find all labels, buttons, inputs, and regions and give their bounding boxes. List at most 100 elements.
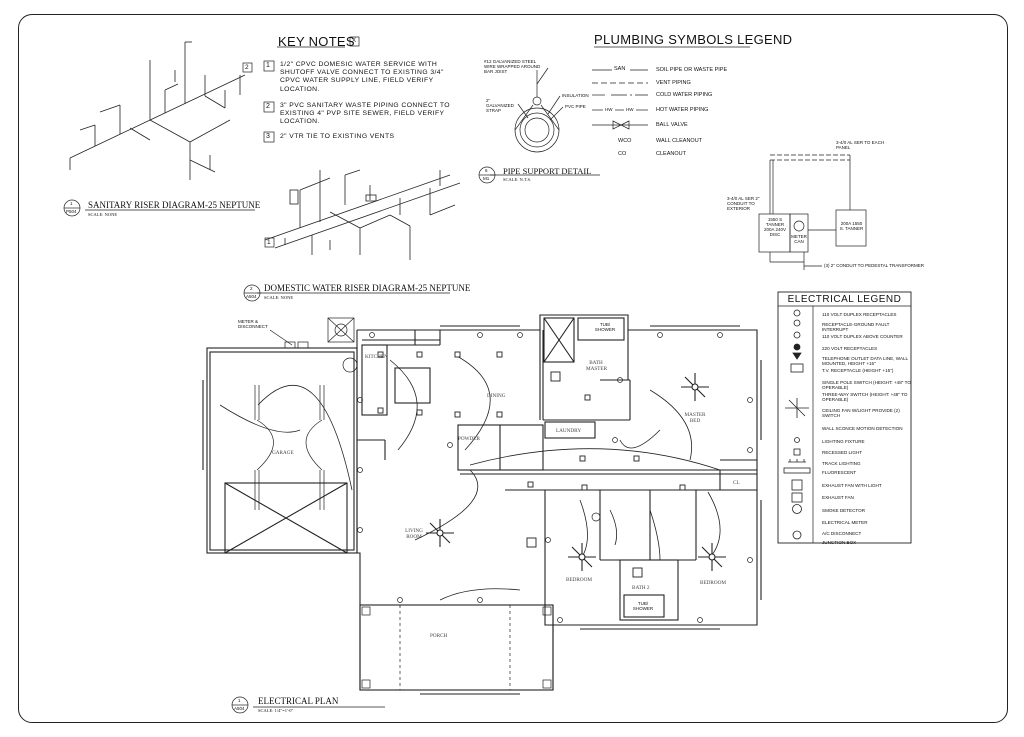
room-bedroom-left: BEDROOM — [566, 577, 592, 583]
plumbing-symbol-hw-2: HW — [626, 107, 634, 112]
plumbing-label-co: CLEANOUT — [656, 151, 686, 157]
domestic-note-ref: 1 — [267, 239, 271, 246]
room-bath-master: BATH MASTER — [586, 360, 608, 372]
key-note-2-text: 3" PVC SANITARY WASTE PIPING CONNECT TO … — [280, 102, 450, 126]
plumbing-label-vent: VENT PIPING — [656, 80, 691, 86]
electrical-legend-row: 110 VOLT DUPLEX RECEPTACLES — [778, 310, 910, 323]
plumbing-symbol-co: CO — [618, 151, 627, 157]
plumbing-label-soil: SOIL PIPE OR WASTE PIPE — [656, 67, 728, 73]
pipe-support-graphic — [514, 67, 564, 153]
key-notes-title: KEY NOTES — [278, 34, 355, 49]
lighting-fixture-icon — [791, 439, 803, 447]
electrical-legend-row: TELEPHONE OUTLET DATA LINE, WALL MOUNTED… — [778, 354, 910, 367]
electrical-legend-label: 110 VOLT DUPLEX ABOVE COUNTER — [822, 334, 903, 339]
gfi-receptacle-icon — [791, 322, 803, 330]
tv-receptacle-icon — [791, 368, 803, 376]
plumbing-legend-title: PLUMBING SYMBOLS LEGEND — [594, 32, 793, 47]
electrical-legend-row: EXHAUST FAN WITH LIGHT — [778, 481, 910, 494]
electrical-legend-label: WALL SCONCE MOTION DETECTION — [822, 426, 903, 431]
sanitary-riser-lines — [69, 41, 246, 180]
sanitary-riser-title: SANITARY RISER DIAGRAM-25 NEPTUNE — [88, 200, 261, 210]
room-garage: GARAGE — [272, 450, 294, 456]
room-bedroom-right: BEDROOM — [700, 580, 726, 586]
room-bath-2: BATH 2 — [632, 585, 650, 591]
domestic-riser-scale: SCALE: NONE — [264, 295, 294, 300]
telephone-outlet-icon — [791, 356, 803, 364]
pipe-support-wire-label: #12 GALVANIZED STEEL WIRE WRAPPED AROUND… — [484, 59, 541, 74]
electrical-legend-label: LIGHTING FIXTURE — [822, 439, 865, 444]
key-note-2-number: 2 — [266, 103, 270, 110]
service-disconnect-label: 1550 S TANNER 200A 240V DISC — [763, 217, 787, 237]
domestic-tag-top: 2 — [250, 286, 253, 291]
key-note-1-text: 1/2" CPVC DOMESIC WATER SERVICE WITH SHU… — [280, 61, 444, 93]
electrical-legend-row: 110 VOLT DUPLEX ABOVE COUNTER — [778, 332, 910, 345]
electrical-legend-label: TELEPHONE OUTLET DATA LINE, WALL MOUNTED… — [822, 356, 908, 367]
plumbing-legend-lines — [592, 69, 648, 130]
garage-track-lights — [254, 385, 325, 510]
electrical-legend-row: ELECTRICAL METER — [778, 518, 910, 531]
plumbing-symbol-san: SAN — [614, 66, 626, 72]
electrical-legend-row: RECEPTACLE-GROUND FAULT INTERRUPT — [778, 320, 910, 333]
service-ser-conduit-note: 3-4/0 AL SER 2" CONDUIT TO EXTERIOR — [727, 196, 760, 211]
single-pole-switch-icon — [791, 380, 803, 388]
tub-shower-bath-2: TUB/ SHOWER — [632, 601, 654, 611]
electrical-legend-row: EXHAUST FAN — [778, 493, 910, 506]
electrical-legend-label: EXHAUST FAN WITH LIGHT — [822, 483, 882, 488]
domestic-riser-title: DOMESTIC WATER RISER DIAGRAM-25 NEPTUNE — [264, 283, 471, 293]
service-entrance-graphic — [758, 154, 867, 270]
electrical-legend-label: RECESSED LIGHT — [822, 450, 863, 455]
electrical-plan-title: ELECTRICAL PLAN — [258, 696, 339, 706]
electrical-legend-row: SINGLE POLE SWITCH (HEIGHT: +48" TO OPER… — [778, 378, 911, 391]
exhaust-fan-light-icon — [791, 483, 803, 491]
sanitary-note-box — [242, 62, 253, 73]
junction-box-icon — [791, 540, 803, 548]
room-porch: PORCH — [430, 633, 448, 639]
room-dining: DINING — [487, 393, 506, 399]
wall-sconce-icon — [791, 426, 803, 434]
service-meter-label: METER CAN — [791, 234, 807, 244]
sanitary-riser-scale: SCALE: NONE — [88, 212, 118, 217]
domestic-note-box — [264, 237, 275, 248]
pipe-support-pipe-label: PVC PIPE — [565, 104, 586, 109]
floor-plan-walls — [202, 314, 762, 695]
electrical-legend-row: CEILING FAN W/LIGHT PROVIDE (2) SWITCH — [778, 406, 910, 419]
key-note-3-text: 2" VTR TIE TO EXISTING VENTS — [280, 133, 395, 140]
electrical-legend-row: JUNCTION BOX — [778, 538, 910, 551]
electrical-legend-label: ELECTRICAL METER — [822, 520, 868, 525]
pipe-support-strap-label: 2" GALVANIZED STRAP — [486, 98, 514, 113]
room-kitchen: KITCHEN — [365, 354, 388, 360]
pipe-support-insulation-label: INSULATION — [562, 93, 589, 98]
plumbing-symbol-wco: WCO — [618, 138, 632, 144]
counter-receptacle-icon — [791, 334, 803, 342]
exhaust-fans — [526, 371, 643, 578]
electrical-legend-row: THREE-WAY SWITCH (HEIGHT: +48" TO OPERAB… — [778, 390, 910, 403]
tub-shower-master: TUB/ SHOWER — [594, 322, 616, 332]
electrical-legend-row: SMOKE DETECTOR — [778, 506, 910, 519]
smoke-detector-icon — [791, 508, 803, 516]
electrical-legend-row: LIGHTING FIXTURE — [778, 437, 910, 450]
pipe-support-scale: SCALE: N.T.S. — [503, 177, 532, 182]
pipe-support-title: PIPE SUPPORT DETAIL — [503, 166, 592, 176]
key-note-3-number: 3 — [266, 133, 270, 140]
pipe-support-tag-top: 6 — [485, 168, 488, 173]
room-living: LIVING ROOM — [405, 528, 423, 540]
room-master-bed: MASTER BED — [684, 412, 706, 424]
plumbing-label-wco: WALL CLEANOUT — [656, 138, 703, 144]
plumbing-label-hot: HOT WATER PIPING — [656, 107, 709, 113]
domestic-riser-lines — [264, 169, 461, 260]
electrical-meter-icon — [791, 520, 803, 528]
sanitary-tag-top: 1 — [70, 201, 73, 206]
key-note-1-number: 1 — [266, 62, 270, 69]
plumbing-label-valve: BALL VALVE — [656, 122, 688, 128]
electrical-plan-scale: SCALE: 1/4"=1'-0" — [258, 708, 294, 713]
electrical-legend-row: RECESSED LIGHT — [778, 448, 910, 461]
recessed-light-icon — [791, 450, 803, 458]
220v-receptacle-icon — [791, 346, 803, 354]
legend-symbol-shapes — [783, 309, 811, 540]
electrical-legend-label: 220 VOLT RECEPTACLES — [822, 346, 878, 351]
electrical-legend-label: JUNCTION BOX — [822, 540, 857, 545]
service-ser-panel-note: 3-4/0 AL SER TO EACH PANEL — [836, 140, 885, 150]
domestic-tag-bottom: A504 — [246, 294, 257, 299]
electrical-legend-row: TRACK LIGHTING — [778, 459, 910, 472]
